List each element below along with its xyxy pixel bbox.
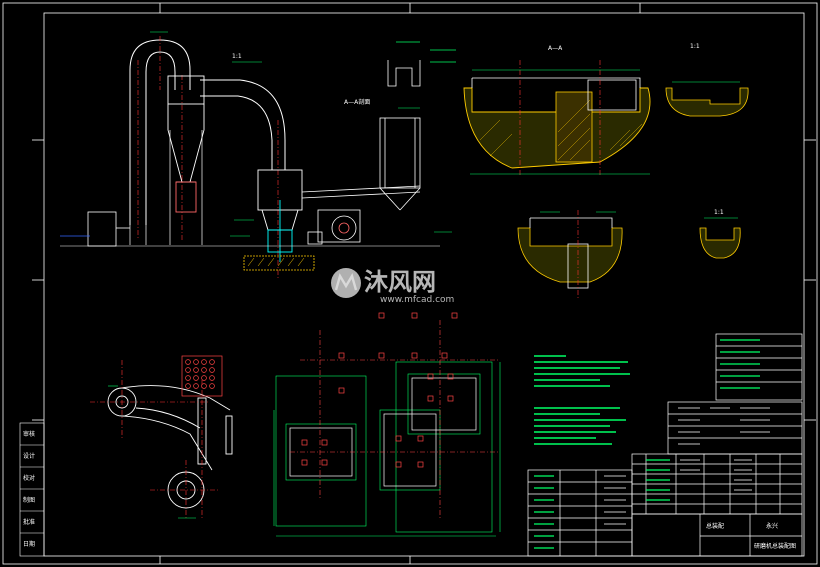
- main-elevation-view: A—A剖面: [60, 31, 452, 280]
- title-block: 总装配 研磨机总装配图 永兴: [527, 333, 803, 557]
- pit-detail-right: 1:1: [699, 209, 741, 259]
- bracket-detail: [387, 41, 456, 87]
- pit-detail: [517, 210, 623, 300]
- sig-cell-0: 审核: [23, 430, 35, 438]
- grinding-mill: [257, 169, 303, 262]
- cyclone-separator: [167, 75, 205, 213]
- drawing-name: 总装配: [706, 522, 724, 530]
- sig-cell-2: 校对: [23, 474, 35, 482]
- bolt-grid: [181, 355, 223, 397]
- left-signature-column: 审核 设计 校对 制图 批准 日期: [19, 422, 45, 557]
- sig-cell-3: 制图: [23, 496, 35, 504]
- watermark-brand: 沐风网: [364, 268, 436, 296]
- watermark: 沐风网 www.mfcad.com: [331, 268, 454, 305]
- project-name: 研磨机总装配图: [754, 542, 796, 550]
- fan-inlet-box: [87, 211, 117, 247]
- plan-view: [90, 355, 233, 520]
- conveyor-hopper: [301, 117, 421, 211]
- mf-logo-icon: [331, 268, 361, 298]
- section-label-main: A—A剖面: [344, 98, 370, 106]
- technical-notes: [534, 355, 630, 445]
- duct-centerlines: [137, 36, 279, 280]
- foundation: [243, 255, 315, 271]
- sig-cell-1: 设计: [23, 452, 35, 460]
- anchor-bolts: [301, 312, 458, 468]
- detail-label-1: 1:1: [690, 43, 700, 50]
- detail-top-right: 1:1: [665, 43, 749, 117]
- blower: [307, 209, 361, 245]
- company-name: 永兴: [766, 522, 778, 530]
- duct-loop: [129, 39, 286, 225]
- section-aa-foundation: A—A: [463, 45, 651, 175]
- detail-label-3: 1:1: [232, 53, 242, 60]
- watermark-url: www.mfcad.com: [380, 295, 454, 305]
- detail-label-2: 1:1: [714, 209, 724, 216]
- sig-cell-5: 日期: [23, 540, 35, 548]
- cyclone-legs: [129, 130, 203, 245]
- foundation-plan: [273, 312, 501, 537]
- sig-cell-4: 批准: [23, 518, 35, 526]
- section-label-top: A—A: [548, 45, 563, 52]
